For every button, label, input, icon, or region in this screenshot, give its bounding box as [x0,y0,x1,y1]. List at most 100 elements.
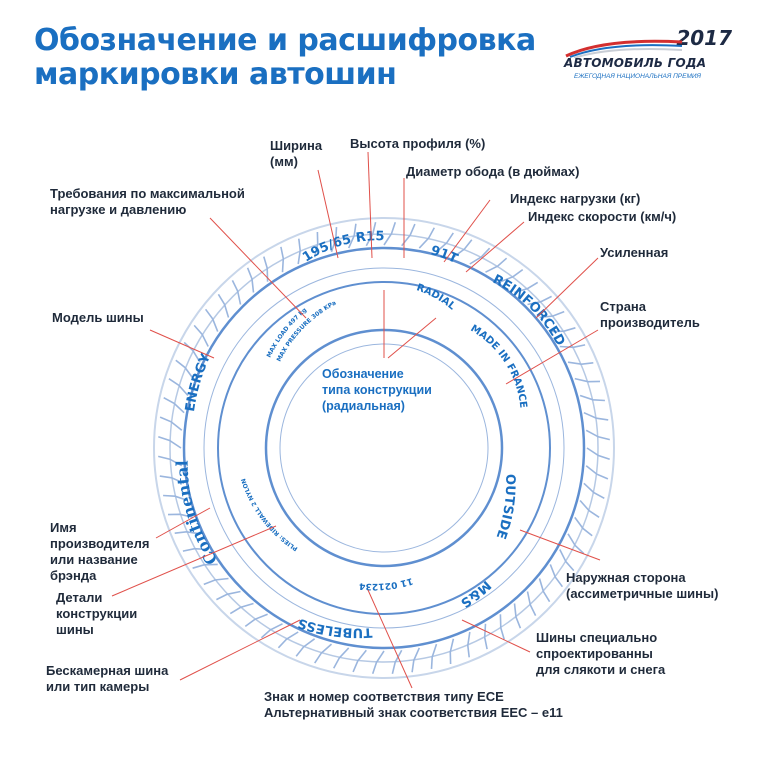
label-outer-side: Наружная сторона (ассиметричные шины) [566,570,719,601]
label-profile-height: Высота профиля (%) [350,136,486,151]
leader-ece [367,589,413,689]
tread-groove [295,638,316,657]
label-construction-details: Детали конструкции шины [56,590,138,637]
label-manufacturer: Имя производителя или название брэнда [50,520,150,583]
leader-lines [111,151,601,689]
tread-groove [559,549,575,572]
leader-outer-side [519,529,601,561]
leader-construction-b [387,317,437,359]
tread-groove [559,344,586,349]
tread-groove [371,650,385,674]
tread-groove [567,533,585,555]
tread-groove [182,547,209,552]
tread-groove [216,590,241,601]
leader-speed [465,221,525,273]
marking-ece-text: 11 021234 [359,575,414,591]
tread-groove [500,268,524,283]
label-country: Страна производитель [600,299,700,330]
marking-plies-text: PLIES: RIDEWALL 2 NYLON [240,477,299,552]
leader-country [505,329,599,385]
tread-groove [159,475,185,485]
tread-groove [539,310,565,319]
tread-groove [314,643,333,664]
tread-groove [365,222,377,247]
label-load-index: Индекс нагрузки (кг) [510,191,641,206]
tread-groove [567,361,594,366]
tread-groove [514,281,539,294]
label-rim-diameter: Диаметр обода (в дюймах) [406,164,580,179]
tread-groove [175,359,194,380]
marking-made-in: MADE IN FRANCE [468,323,528,409]
award-logo: 2017 АВТОМОБИЛЬ ГОДА ЕЖЕГОДНАЯ НАЦИОНАЛЬ… [560,26,740,86]
label-width: Ширина (мм) [270,138,323,169]
tread-groove [280,246,285,273]
marking-reinforced-text: REINFORCED [490,272,567,348]
tire-tread [158,222,610,674]
tire-rings [153,217,615,679]
leader-reinforced [535,257,599,319]
tread-groove [174,530,201,535]
tread-groove [158,435,182,449]
leader-max-load [209,217,307,319]
tread-groove [158,455,183,467]
title-line-1: Обозначение и расшифровка [34,23,536,58]
tread-groove [203,577,229,586]
tread-groove [163,396,185,414]
logo-year: 2017 [676,26,732,50]
label-construction: Обозначение типа конструкции (радиальная… [322,367,432,413]
logo-swoosh-icon [565,39,683,58]
tread-groove [260,623,283,639]
label-model: Модель шины [52,310,144,325]
tread-groove [549,564,564,588]
tread-groove [583,411,609,421]
label-mud-snow: Шины специально спроектированны для сляк… [536,630,666,677]
tread-groove [163,494,189,502]
logo-subtitle: ЕЖЕГОДНАЯ НАЦИОНАЛЬНАЯ ПРЕМИЯ [574,73,701,80]
label-ece: Знак и номер соответствия типу ECE Альте… [264,689,563,720]
label-max-load: Требования по максимальной нагрузке и да… [50,186,245,217]
tread-groove [246,267,255,293]
tread-groove [579,499,600,518]
tread-groove [585,429,610,441]
tread-groove [231,280,242,305]
leader-model [149,329,215,359]
title-line-2: маркировки автошин [34,57,397,92]
leader-mud-snow [461,619,531,653]
tread-groove [159,416,183,431]
tread-groove [183,341,201,363]
tread-groove [217,293,230,318]
tread-groove [330,227,338,253]
page-title: Обозначение и расшифровка маркировки авт… [34,24,536,92]
leader-construction-details [111,525,277,597]
tread-groove [277,631,299,649]
tread-groove [391,649,403,674]
tread-groove [332,647,350,669]
label-speed-index: Индекс скорости (км/ч) [528,209,677,224]
tread-groove [193,324,209,347]
tread-groove [574,377,601,383]
tread-groove [204,308,219,332]
tread-groove [430,643,438,669]
leader-manufacturer [155,507,211,539]
tread-groove [347,223,357,249]
label-tubeless: Бескамерная шина или тип камеры [46,663,169,694]
marking-radial: RADIAL [415,282,458,312]
marking-plies: PLIES: RIDEWALL 2 NYLON [240,477,299,552]
tread-groove [167,513,194,519]
tread-groove [466,631,471,658]
tread-groove [435,232,454,253]
tread-groove [297,238,302,265]
marking-tubeless: TUBELESS [296,615,373,640]
tread-groove [411,647,421,673]
tread-groove [574,516,593,537]
tread-groove [449,638,455,665]
tread-groove [229,602,254,615]
tread-groove [550,327,576,333]
tread-groove [244,613,268,628]
tread-groove [513,603,522,629]
tread-groove [469,247,491,265]
tread-groove [579,394,605,402]
tread-groove [418,227,436,249]
tread-groove [168,378,189,397]
